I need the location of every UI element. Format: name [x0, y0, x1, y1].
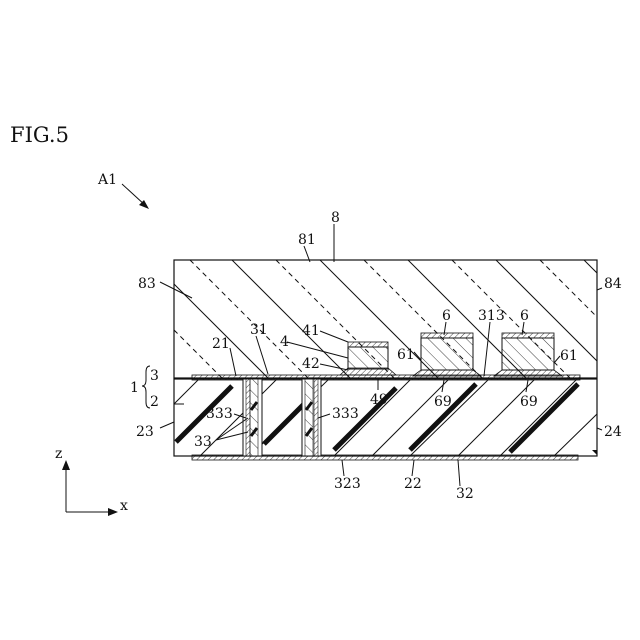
label-6b: 6: [520, 308, 529, 324]
label-81: 81: [298, 232, 316, 248]
axis-z-label: z: [55, 446, 62, 462]
label-61a: 61: [397, 347, 415, 363]
label-333-right: 333: [332, 406, 359, 422]
label-33: 33: [194, 434, 212, 450]
label-1: 1: [130, 380, 139, 396]
z-arrow-icon: [62, 460, 70, 470]
label-69b: 69: [520, 394, 538, 410]
label-31: 31: [250, 322, 268, 338]
device-label: A1: [97, 172, 117, 188]
axis-x-label: x: [120, 498, 128, 514]
brace-1: [142, 366, 150, 408]
chip-4: [340, 342, 396, 375]
label-24: 24: [604, 424, 622, 440]
label-6a: 6: [442, 308, 451, 324]
label-2: 2: [150, 394, 159, 410]
label-49: 49: [370, 392, 388, 408]
substrate: [174, 378, 597, 456]
chip-6-left: [413, 333, 481, 376]
label-21: 21: [212, 336, 230, 352]
label-313: 313: [478, 308, 505, 324]
label-42: 42: [302, 356, 320, 372]
figure-title: FIG.5: [10, 123, 69, 147]
label-323: 323: [334, 476, 361, 492]
label-32: 32: [456, 486, 474, 502]
label-4: 4: [280, 334, 289, 350]
label-83: 83: [138, 276, 156, 292]
label-22: 22: [404, 476, 422, 492]
label-61b: 61: [560, 348, 578, 364]
chip-6-right: [494, 333, 562, 376]
sealing-resin: [174, 260, 640, 390]
label-69a: 69: [434, 394, 452, 410]
label-8: 8: [331, 210, 340, 226]
coordinate-axes: [62, 460, 118, 516]
label-333-left: 333: [206, 406, 233, 422]
device-arrow: [122, 184, 149, 209]
x-arrow-icon: [108, 508, 118, 516]
label-41: 41: [302, 323, 320, 339]
label-84: 84: [604, 276, 622, 292]
label-3: 3: [150, 368, 159, 384]
label-23: 23: [136, 424, 154, 440]
